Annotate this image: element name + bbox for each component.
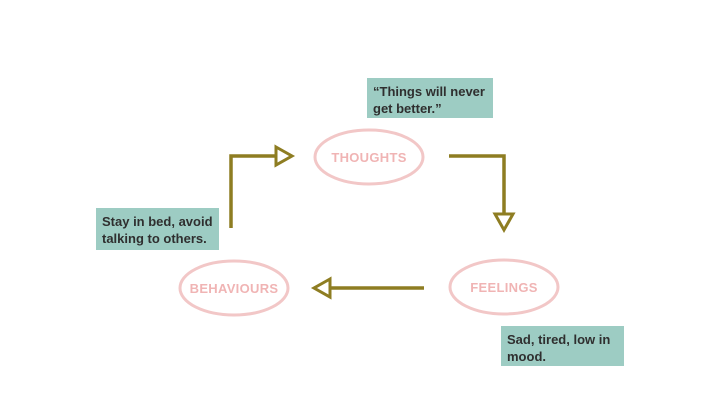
thoughts-node: THOUGHTS xyxy=(313,128,425,186)
arrow-thoughts-to-feelings-head xyxy=(492,212,516,234)
arrow-thoughts-to-feelings-line xyxy=(449,154,506,214)
arrow-feelings-to-behaviours-head xyxy=(310,276,332,300)
arrow-behaviours-to-thoughts-head xyxy=(274,144,296,168)
behaviours-label: BEHAVIOURS xyxy=(190,281,279,296)
feelings-note-line: mood. xyxy=(507,349,546,364)
arrow-thoughts-to-feelings xyxy=(449,154,516,234)
behaviours-ellipse xyxy=(178,259,290,317)
arrow-behaviours-to-thoughts xyxy=(229,144,296,228)
arrow-behaviours-to-thoughts-line xyxy=(229,154,276,228)
feelings-note-line: Sad, tired, low in xyxy=(507,332,611,347)
feelings-note: Sad, tired, low in mood. xyxy=(501,326,624,366)
behaviours-note-line: Stay in bed, avoid xyxy=(102,214,213,229)
thoughts-note-line: get better.” xyxy=(373,101,442,116)
behaviours-node: BEHAVIOURS xyxy=(178,259,290,317)
behaviours-note-line: talking to others. xyxy=(102,231,207,246)
thoughts-label: THOUGHTS xyxy=(331,150,406,165)
arrow-feelings-to-behaviours xyxy=(310,276,424,300)
feelings-node: FEELINGS xyxy=(448,258,560,316)
behaviours-note: Stay in bed, avoid talking to others. xyxy=(96,208,219,250)
feelings-label: FEELINGS xyxy=(470,280,537,295)
thoughts-note-line: “Things will never xyxy=(373,84,485,99)
thoughts-note: “Things will never get better.” xyxy=(367,78,493,118)
feelings-ellipse xyxy=(448,258,560,316)
thoughts-ellipse xyxy=(313,128,425,186)
